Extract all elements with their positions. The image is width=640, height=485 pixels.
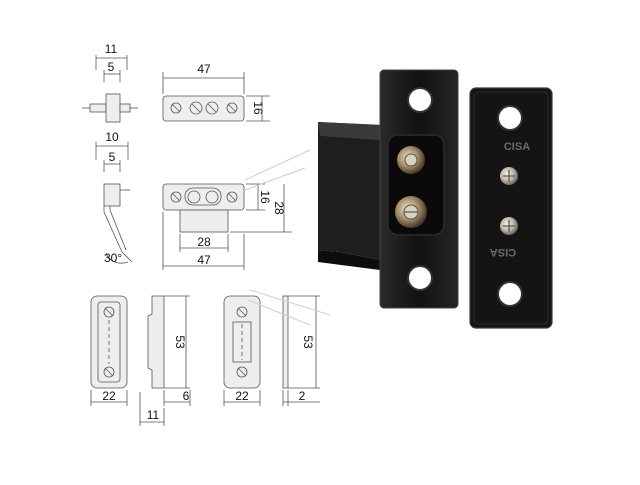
plate-view-mid (162, 183, 292, 270)
side-profile-right (282, 295, 320, 406)
dim-plate-mid-tab-width: 28 (197, 235, 211, 249)
strike-hole-top (497, 105, 523, 131)
dim-plate-mid-height: 16 (258, 190, 272, 204)
dim-plate-mid-length: 47 (197, 253, 211, 267)
dim-side-mid-overall: 10 (105, 130, 119, 144)
dim-side-left-thickness: 6 (183, 389, 190, 403)
strike-plate (469, 87, 553, 329)
brand-mark-top: CISA (504, 141, 530, 153)
dim-plate-mid-tab-height: 28 (272, 201, 286, 215)
dim-side-mid-inner: 5 (109, 150, 116, 164)
front-view-left (90, 295, 128, 406)
plate-view-top (162, 72, 270, 122)
mount-hole-bottom (407, 265, 433, 291)
dim-front-right-width: 22 (235, 389, 249, 403)
dim-side-left-height: 53 (173, 335, 187, 349)
dim-front-left-width: 22 (102, 389, 116, 403)
dim-plate-top-length: 47 (197, 62, 211, 76)
front-view-right (223, 295, 261, 406)
dim-side-right-height: 53 (301, 335, 315, 349)
mount-hole-top (407, 87, 433, 113)
product-photo-strike: CISA CISA (469, 87, 553, 329)
dim-side-top-inner: 5 (108, 60, 115, 74)
construction-lines (244, 149, 331, 326)
side-profile-left (139, 295, 191, 426)
dim-side-left-depth: 11 (147, 408, 160, 422)
product-photo-bracket (318, 69, 459, 309)
dim-plate-top-height: 16 (251, 101, 265, 115)
side-view-top (82, 55, 138, 123)
brand-mark-bottom: CISA (490, 246, 516, 258)
dim-side-mid-angle: 30° (104, 251, 122, 265)
strike-hole-bottom (497, 281, 523, 307)
side-view-mid (95, 142, 133, 264)
dim-side-top-overall: 11 (105, 42, 118, 56)
dim-side-right-thickness: 2 (299, 389, 306, 403)
